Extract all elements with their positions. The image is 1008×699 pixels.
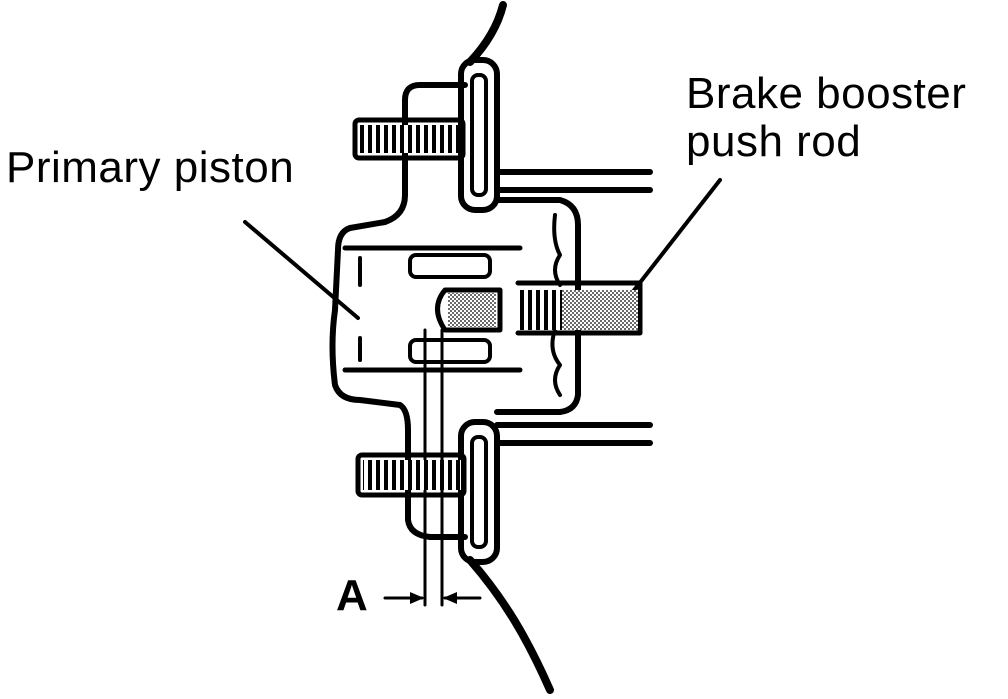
leader-booster-push-rod — [626, 178, 722, 300]
master-cylinder-body — [329, 82, 468, 540]
booster-shell-bottom — [466, 556, 554, 694]
flange-plate-bottom — [458, 419, 500, 565]
primary-piston-label: Primary piston — [6, 143, 295, 192]
booster-push-rod-label-line1: Brake booster — [686, 69, 967, 118]
mounting-stud-bottom — [355, 452, 467, 498]
mounting-stud-top — [352, 117, 466, 161]
dimension-a-label: A — [336, 571, 368, 620]
booster-push-rod-label-line2: push rod — [686, 117, 862, 166]
push-rod — [515, 280, 643, 336]
leader-primary-piston — [243, 220, 360, 320]
booster-shell-top — [466, 1, 507, 66]
